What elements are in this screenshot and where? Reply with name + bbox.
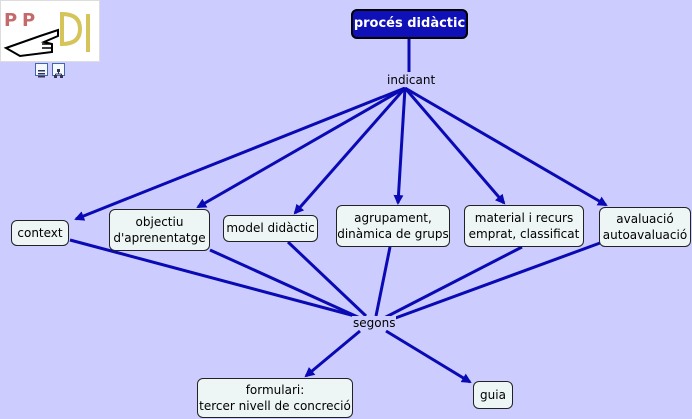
list-view-icon[interactable] (35, 63, 48, 78)
node-context[interactable]: context (11, 220, 69, 246)
arrow-to-model (293, 87, 407, 215)
node-formulari[interactable]: formulari: tercer nivell de concreció (197, 378, 353, 418)
svg-text:P: P (22, 10, 35, 31)
node-model-didactic[interactable]: model didàctic (223, 215, 318, 242)
arrow-to-guia (385, 329, 472, 384)
ppdi-hand-pointer-logo: P P (0, 0, 100, 62)
ppdi-logo[interactable]: P P (0, 0, 100, 62)
arrow-to-context (74, 86, 406, 221)
tree-view-icon[interactable] (52, 63, 65, 78)
node-guia[interactable]: guia (473, 381, 513, 409)
node-avaluacio[interactable]: avaluació autoavaluació (599, 207, 691, 247)
arrow-to-avaluacio (404, 86, 608, 207)
line-objectiu-segons (209, 248, 361, 320)
link-label-segons: segons (352, 316, 397, 330)
link-label-indicant: indicant (386, 73, 437, 87)
svg-text:P: P (4, 10, 17, 31)
root-node-proces-didactic[interactable]: procés didàctic (351, 9, 468, 39)
arrow-to-agrupament (393, 87, 407, 205)
line-model-segons (286, 240, 368, 318)
arrow-to-material (403, 87, 506, 205)
line-agrupament-segons (374, 246, 392, 317)
node-objectiu[interactable]: objectiu d'aprenentatge (109, 209, 210, 251)
node-agrupament[interactable]: agrupament, dinàmica de grups (336, 205, 450, 247)
arrow-to-formulari (304, 329, 361, 378)
node-material[interactable]: material i recurs emprat, classificat (464, 205, 584, 247)
line-context-segons (69, 238, 356, 318)
line-material-segons (383, 245, 523, 320)
arrow-to-objectiu (196, 86, 406, 209)
line-avaluacio-segons (389, 241, 601, 322)
